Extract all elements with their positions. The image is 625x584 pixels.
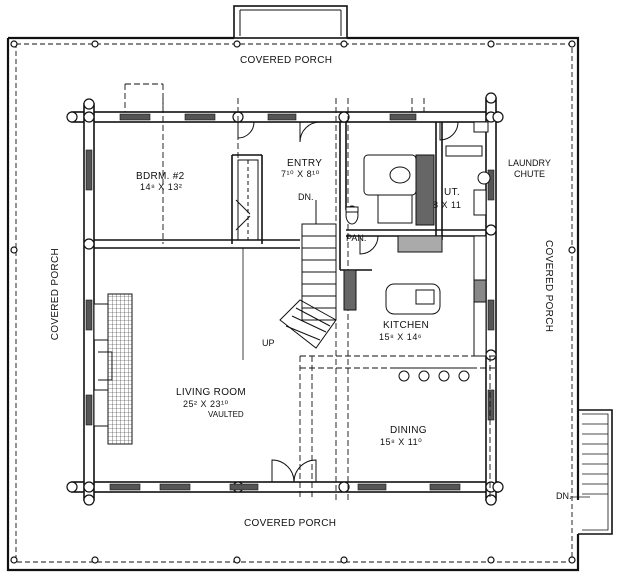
right-porch-stair <box>570 409 613 535</box>
room-bedroom-name: BDRM. #2 <box>136 171 185 182</box>
porch-label-left: COVERED PORCH <box>50 248 61 341</box>
room-living-dims: 25² X 23¹⁰ <box>183 399 229 409</box>
room-utility-dims: 8 X 11 <box>433 200 462 210</box>
room-utility-name: UT. <box>444 187 460 198</box>
windows <box>85 113 495 491</box>
room-kitchen-dims: 15⁸ X 14⁶ <box>379 332 423 342</box>
room-entry-name: ENTRY <box>287 158 323 169</box>
bath-fixtures <box>345 121 491 226</box>
room-kitchen-name: KITCHEN <box>383 320 429 331</box>
room-dining-name: DINING <box>390 425 427 436</box>
kitchen-fixtures <box>343 235 487 382</box>
room-living-name: LIVING ROOM <box>176 387 246 398</box>
porch-outline <box>6 36 580 572</box>
porch-label-bottom: COVERED PORCH <box>244 518 337 529</box>
porch-label-right: COVERED PORCH <box>543 240 554 333</box>
laundry-label: LAUNDRY <box>508 158 551 168</box>
main-stair <box>279 200 337 349</box>
porch-stair-down-label: DN. <box>556 491 572 501</box>
fireplace <box>93 293 133 445</box>
top-step <box>233 5 348 39</box>
stair-up-label: UP <box>262 338 275 348</box>
chute-label: CHUTE <box>514 169 545 179</box>
room-entry-dims: 7¹⁰ X 8¹⁰ <box>281 169 320 179</box>
room-bedroom-dims: 14⁸ X 13² <box>140 182 183 192</box>
room-dining-dims: 15⁸ X 11⁰ <box>380 437 423 447</box>
stair-down-label: DN. <box>298 192 314 202</box>
porch-label-top: COVERED PORCH <box>240 55 333 66</box>
porch-posts <box>10 40 576 564</box>
room-living-note: VAULTED <box>208 410 244 419</box>
bedroom-closet <box>237 159 259 241</box>
pantry-label: PAN. <box>346 233 367 243</box>
